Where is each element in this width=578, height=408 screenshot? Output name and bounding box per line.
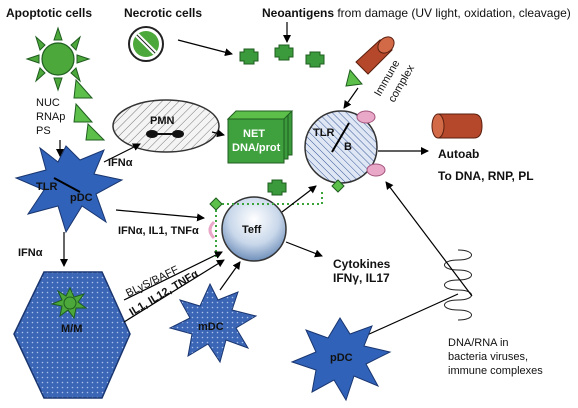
teff-antigen-block-icon xyxy=(267,179,287,196)
pdc-top-cell xyxy=(14,145,124,234)
teff-diamond-icon xyxy=(209,197,223,211)
dna-rna-coil-icon xyxy=(444,249,472,321)
pdc-tlr-bar xyxy=(53,177,81,193)
dna-rna-label-2: bacteria viruses, xyxy=(448,351,528,363)
net-label: NET xyxy=(243,128,265,140)
dotted-path-right xyxy=(222,192,323,205)
nuc-triangle-icon xyxy=(73,78,94,99)
pmn-label: PMN xyxy=(150,115,175,127)
net-icon xyxy=(226,110,294,164)
tlr-pdc-label: TLR xyxy=(36,181,57,193)
mdc-cell xyxy=(168,282,258,364)
mm-to-teff-arrow-1 xyxy=(123,251,223,301)
apoptotic-cells-label: Apoptotic cells xyxy=(6,6,92,20)
pmn-cell xyxy=(112,99,220,153)
to-dna-label: To DNA, RNP, PL xyxy=(438,169,534,183)
autoantibody-icon xyxy=(431,113,483,139)
necrotic-cell-icon xyxy=(128,26,164,62)
necrotic-cells-label: Necrotic cells xyxy=(124,6,202,20)
mm-cell xyxy=(13,271,131,399)
mm-label: M/M xyxy=(61,323,82,335)
immune-complex-icon xyxy=(345,36,395,87)
teff-cell xyxy=(208,196,287,262)
autoab-label: Autoab xyxy=(438,147,479,161)
teff-to-b-arrow xyxy=(281,185,317,213)
cytokines-list-label: IFNγ, IL17 xyxy=(333,271,390,285)
dna-rna-label-1: DNA/RNA in xyxy=(448,337,509,349)
mm-inner-star-icon xyxy=(50,286,88,320)
cytokines-label: Cytokines xyxy=(333,257,391,271)
necrotic-arrow xyxy=(177,39,233,57)
rnap-triangle-icon xyxy=(73,102,94,123)
apoptotic-cell-icon xyxy=(25,26,91,92)
coil-to-pdc-arrow xyxy=(355,293,459,341)
pdc-bottom-label: pDC xyxy=(330,352,353,364)
neoantigens-label: Neoantigens from damage (UV light, oxida… xyxy=(262,6,571,20)
pdc-top-label: pDC xyxy=(70,192,93,204)
ps-triangle-icon xyxy=(85,122,106,141)
rnap-label: RNAp xyxy=(36,111,65,123)
pmn-to-net-arrow xyxy=(211,129,225,138)
immune-complex-arrow xyxy=(343,87,359,109)
pdc-bottom-cell xyxy=(290,317,392,402)
ifna-il1-tnfa-label: IFNα, IL1, TNFα xyxy=(118,225,199,237)
coil-to-b-arrow xyxy=(385,181,473,297)
ps-label: PS xyxy=(36,125,51,137)
teff-to-cytokines-arrow xyxy=(285,241,323,258)
mdc-to-teff-arrow xyxy=(219,261,241,291)
pdc-to-pmn-arrow xyxy=(103,143,141,163)
neoantigen-blocks-icon xyxy=(239,44,325,68)
dna-rna-label-3: immune complexes xyxy=(448,365,543,377)
b-cell-label: B xyxy=(344,141,352,153)
nuc-label: NUC xyxy=(36,97,60,109)
neoantigens-bold: Neoantigens xyxy=(262,6,334,20)
ifna-pmn-label: IFNα xyxy=(108,157,133,169)
mdc-label: mDC xyxy=(198,321,224,333)
mm-to-teff-arrow-2 xyxy=(123,259,225,323)
teff-label: Teff xyxy=(242,224,262,236)
b-diamond-icon xyxy=(331,179,345,193)
ifna-left-label: IFNα xyxy=(18,247,43,259)
tlr-b-label: TLR xyxy=(313,127,334,139)
neoantigens-rest: from damage (UV light, oxidation, cleava… xyxy=(334,6,571,20)
net-dna-label: DNA/prot xyxy=(232,142,281,154)
pdc-to-teff-arrow xyxy=(115,209,205,222)
